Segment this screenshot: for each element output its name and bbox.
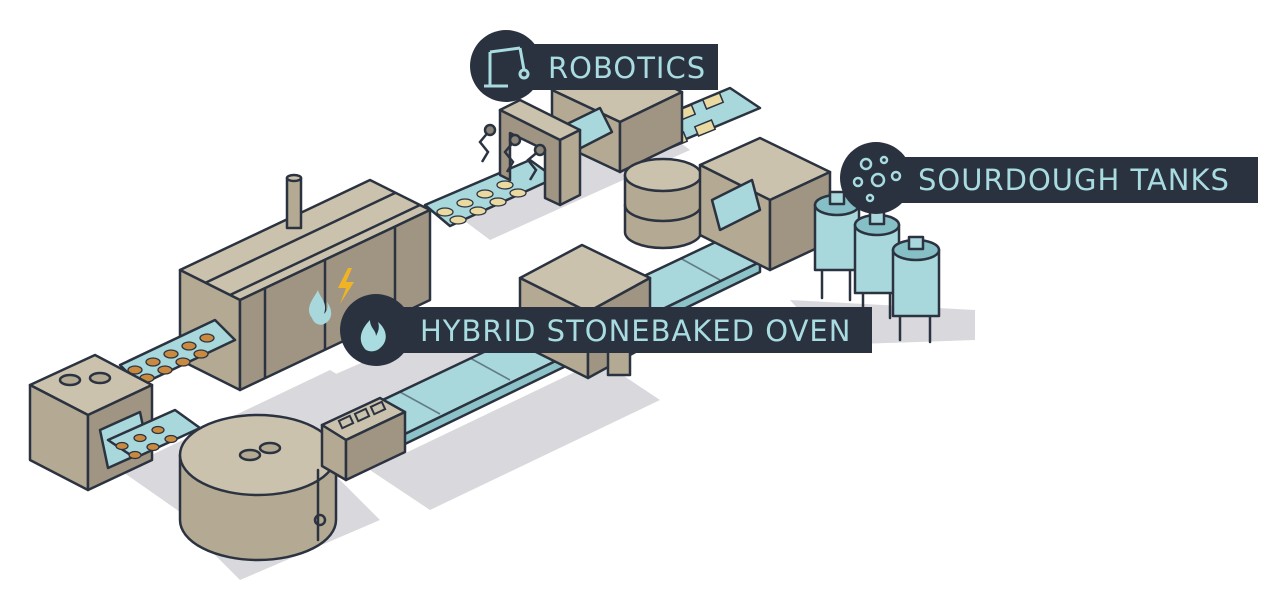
round-mixer [178, 413, 338, 562]
flame-icon [360, 320, 386, 352]
robotics-label: ROBOTICS [470, 30, 718, 102]
sourdough-tank-3 [891, 235, 941, 344]
robotics-station [478, 98, 582, 207]
silo-cylinder [623, 157, 703, 250]
robot-arm-icon [484, 46, 530, 88]
sourdough-label: SOURDOUGH TANKS [840, 142, 1258, 214]
pastry-conveyor [423, 158, 557, 228]
oven-label: HYBRID STONEBAKED OVEN [340, 294, 872, 366]
bubbles-icon [852, 155, 902, 203]
oven-label-text: HYBRID STONEBAKED OVEN [420, 314, 851, 348]
sourdough-label-text: SOURDOUGH TANKS [918, 163, 1230, 197]
robotics-label-text: ROBOTICS [548, 51, 706, 85]
control-box [320, 396, 407, 482]
sourdough-tank-1 [813, 190, 861, 302]
proofing-box [28, 353, 154, 492]
bottom-bread-conveyor [106, 408, 202, 460]
